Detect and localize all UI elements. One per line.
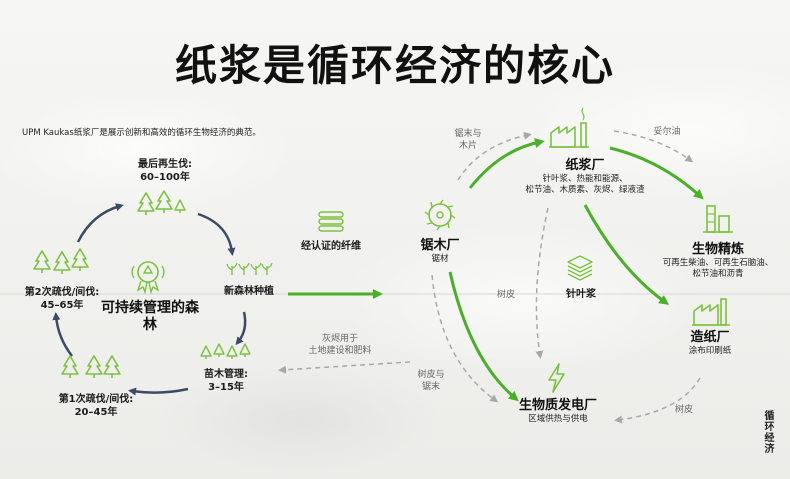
- first-thinning-years: 20–45年: [74, 407, 118, 418]
- first-thinning-name: 第1次疏伐/间伐:: [58, 394, 134, 405]
- pulp-mill-products: 针叶浆、热能和能源、 松节油、木质素、灰烬、绿液渣: [525, 174, 645, 195]
- final-harvest-years: 60–100年: [140, 172, 190, 183]
- biorefinery-name: 生物精炼: [691, 242, 744, 257]
- biorefinery-tower-icon: [703, 205, 733, 233]
- bark-sawdust-label: 树皮与 锯末: [417, 370, 445, 392]
- bark-left-label: 树皮: [496, 290, 515, 300]
- first-thinning-trees-icon: [61, 355, 121, 379]
- cycle-arrow-second-thinning-to-harvest: [76, 203, 124, 243]
- softwood-pulp-label: 针叶浆: [566, 289, 596, 300]
- cycle-arrow-harvest-to-planting: [197, 212, 236, 256]
- sustainable-forest-label: 可持续管理的森林: [101, 300, 199, 333]
- cycle-arrow-planting-to-seedling: [235, 311, 247, 346]
- saw-blade-icon: [424, 199, 456, 231]
- sawmill-product: 锯材: [431, 254, 449, 264]
- sawmill-to-power-plant-arrow: [448, 271, 519, 402]
- logs-icon: [318, 211, 344, 232]
- first-thinning-label: 第1次疏伐/间伐: 20–45年: [44, 393, 148, 419]
- power-plant-label: 生物质发电厂 区域供热与供电: [498, 398, 618, 425]
- second-thinning-name: 第2次疏伐/间伐:: [24, 287, 100, 298]
- bark-right-label: 树皮: [674, 405, 693, 415]
- planting-saplings-icon: [226, 262, 273, 276]
- seedling-name: 苗木管理:: [204, 369, 248, 380]
- planting-label: 新森林种植: [224, 286, 274, 297]
- sawmill-name: 锯木厂: [420, 238, 460, 253]
- bark-sawdust-arrow: [431, 274, 499, 403]
- pulp-to-biorefinery-arrow: [609, 146, 704, 200]
- pulp-to-paper-mill-arrow: [583, 204, 670, 305]
- pulp-bark-to-power-arrow: [535, 207, 549, 359]
- paper-mill-factory-icon: [692, 298, 730, 326]
- biorefinery-label: 生物精炼 可再生柴油、可再生石脑油、 松节油和沥青: [648, 242, 788, 280]
- forest-certification-badge-icon: [131, 261, 165, 295]
- sawmill-label: 锯木厂 锯材: [410, 238, 470, 265]
- cycle-arrow-first-to-second-thinning: [52, 312, 73, 357]
- pulp-mill-label: 纸浆厂 针叶浆、热能和能源、 松节油、木质素、灰烬、绿液渣: [500, 158, 670, 196]
- sawmill-to-pulp-arrow: [468, 138, 545, 189]
- sawdust-chips-arrow: [457, 131, 532, 181]
- seedling-trees-icon: [200, 343, 251, 360]
- power-plant-name: 生物质发电厂: [518, 398, 597, 413]
- second-thinning-years: 45–65年: [40, 300, 84, 311]
- lightning-bolt-icon: [548, 363, 565, 393]
- pulp-bale-stack-icon: [567, 255, 593, 281]
- ash-return-label: 灰烬用于 土地建设和肥料: [308, 334, 372, 356]
- final-harvest-label: 最后再生伐: 60–100年: [120, 158, 210, 184]
- tall-oil-arrow: [613, 130, 694, 163]
- cycle-arrow-seedling-to-first-thinning: [128, 387, 189, 396]
- subtitle: UPM Kaukas纸浆厂是展示创新和高效的循环生物经济的典范。: [22, 128, 261, 138]
- paper-mill-name: 造纸厂: [690, 330, 730, 345]
- harvest-trees-icon: [137, 190, 186, 216]
- page-title: 纸浆是循环经济的核心: [174, 41, 615, 90]
- sawdust-chips-label: 锯末与 木片: [454, 129, 482, 151]
- second-thinning-trees-icon: [33, 248, 89, 275]
- pulp-mill-factory-icon: [549, 107, 589, 148]
- pulp-mill-name: 纸浆厂: [565, 158, 605, 173]
- side-label: 循环经济: [762, 410, 773, 454]
- ash-return-arrow: [278, 361, 411, 374]
- final-harvest-name: 最后再生伐:: [138, 159, 192, 170]
- tall-oil-label: 妥尔油: [653, 127, 681, 137]
- seedling-years: 3–15年: [208, 382, 244, 393]
- second-thinning-label: 第2次疏伐/间伐: 45–65年: [10, 286, 114, 312]
- paper-mill-label: 造纸厂 涂布印刷纸: [670, 330, 750, 357]
- seedling-label: 苗木管理: 3–15年: [186, 368, 266, 394]
- biorefinery-products: 可再生柴油、可再生石脑油、 松节油和沥青: [662, 258, 774, 279]
- power-plant-products: 区域供热与供电: [528, 414, 588, 424]
- paper-bark-to-power-arrow: [614, 377, 701, 424]
- certified-fiber-label: 经认证的纤维: [301, 241, 361, 252]
- paper-mill-products: 涂布印刷纸: [688, 346, 732, 356]
